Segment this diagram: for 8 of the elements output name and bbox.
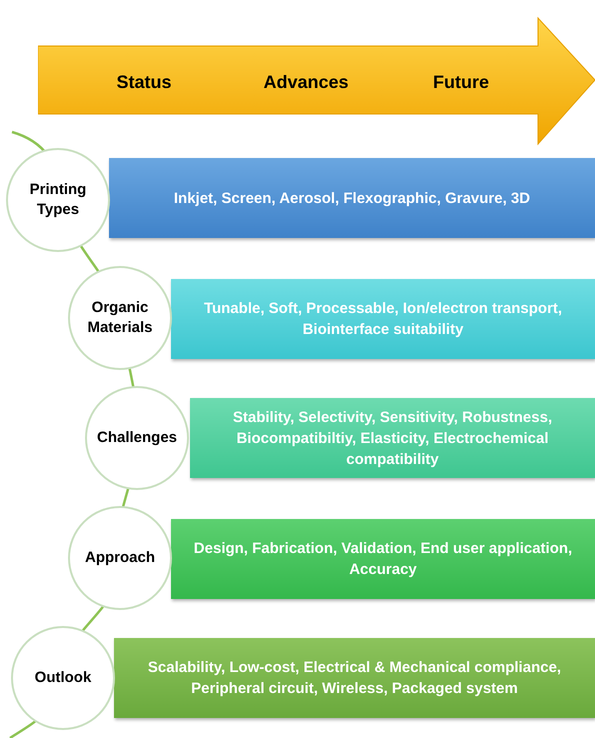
category-bar: Inkjet, Screen, Aerosol, Flexographic, Gravure, 3D [109, 158, 595, 238]
stage-label: Future [433, 71, 489, 94]
stage-label: Advances [263, 71, 349, 94]
stage-label: Status [116, 71, 172, 94]
category-bar: Stability, Selectivity, Sensitivity, Robustness, Biocompatibiltiy, Elasticity, Electrochemical compatibility [190, 398, 595, 478]
category-bar: Tunable, Soft, Processable, Ion/electron transport, Biointerface suitability [171, 279, 595, 359]
category-bar: Design, Fabrication, Validation, End user application, Accuracy [171, 519, 595, 599]
category-bar: Scalability, Low-cost, Electrical & Mechanical compliance, Peripheral circuit, Wireless, Packaged system [114, 638, 595, 718]
